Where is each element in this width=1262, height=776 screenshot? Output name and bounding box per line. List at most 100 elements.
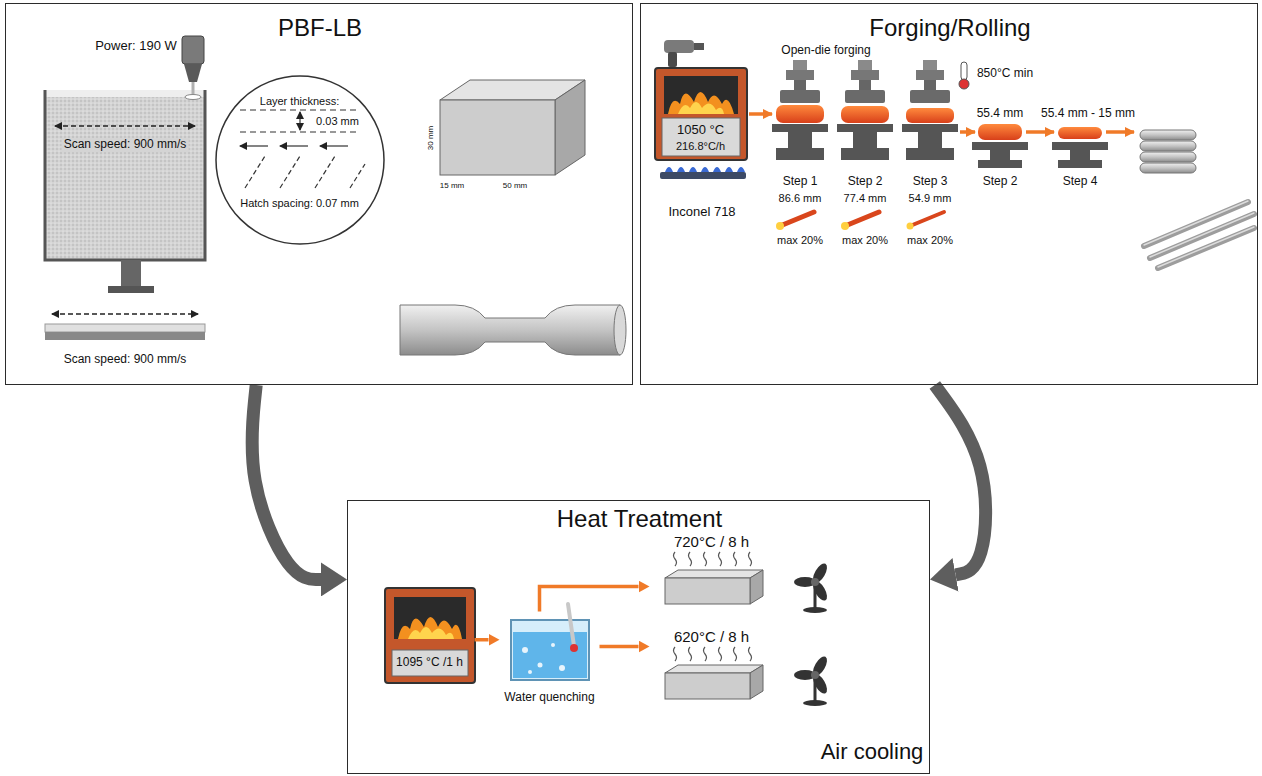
furnace-box: 1050 °C216.8°C/h xyxy=(655,68,747,160)
quench-tank xyxy=(570,644,578,652)
hot-bar xyxy=(845,212,879,226)
dimension-label: 50 mm xyxy=(503,181,527,190)
scan-track-strip xyxy=(45,332,205,340)
aging-block xyxy=(750,665,763,699)
cooling-fan xyxy=(803,700,827,706)
laser-head xyxy=(182,36,204,64)
laser-head xyxy=(185,95,201,100)
quench-tank xyxy=(511,620,589,680)
rolling-stand xyxy=(1052,142,1108,168)
flow-arrow xyxy=(252,385,321,579)
rolled-bars xyxy=(1144,201,1254,268)
process-label: Open-die forging xyxy=(781,44,870,58)
flow-arrow xyxy=(935,385,986,575)
furnace xyxy=(408,627,454,639)
cooling-fan xyxy=(810,654,830,678)
dimension-label: 55.4 mm xyxy=(977,107,1024,121)
reduction-label: max 20% xyxy=(777,234,823,247)
forging-press xyxy=(776,105,824,123)
panel-heading: PBF-LB xyxy=(278,14,362,42)
forging-press xyxy=(793,60,807,70)
process-arrow xyxy=(1106,130,1134,134)
layer-detail xyxy=(280,145,308,146)
scan-track-strip xyxy=(45,314,205,340)
tank-label: Water quenching xyxy=(504,691,594,705)
forging-press xyxy=(837,124,893,160)
layer-detail xyxy=(240,131,360,132)
heat-waves xyxy=(674,647,677,661)
cooling-fan xyxy=(794,654,830,695)
forging-press xyxy=(772,124,828,160)
heat-waves xyxy=(749,647,752,661)
scan-track-strip xyxy=(52,313,198,315)
forging-press xyxy=(772,60,828,160)
powder-bed xyxy=(121,260,141,286)
heat-waves xyxy=(734,647,737,661)
forging-press xyxy=(902,124,958,160)
hot-bar xyxy=(910,212,944,226)
furnace-label: 1050 °C xyxy=(677,122,724,137)
laser-head xyxy=(184,64,202,82)
quench-tank xyxy=(528,670,532,674)
dimension-label: 77.4 mm xyxy=(844,192,887,205)
furnace xyxy=(655,68,747,160)
forging-press xyxy=(906,108,954,123)
furnace xyxy=(398,617,462,639)
gas-burner xyxy=(660,172,746,179)
rolling-stand xyxy=(1058,127,1102,139)
thermometer xyxy=(961,62,967,80)
gas-burner xyxy=(665,167,745,172)
rolling-stand xyxy=(972,124,1028,168)
heat-waves xyxy=(719,552,722,566)
parameter-label: Layer thickness: xyxy=(260,94,339,107)
step-label: Step 2 xyxy=(983,175,1018,189)
hot-bar xyxy=(907,223,914,230)
reduction-label: max 20% xyxy=(842,234,888,247)
heat-waves xyxy=(689,647,692,661)
flow-arrow xyxy=(475,638,489,642)
bar-stack xyxy=(1140,152,1196,162)
process-label: Air cooling xyxy=(821,739,924,764)
forging-press xyxy=(916,70,944,80)
forging-press xyxy=(786,70,814,80)
rolling-stand xyxy=(978,124,1022,140)
layer-detail xyxy=(299,112,300,130)
hot-bar xyxy=(780,212,814,226)
laser-head xyxy=(182,36,204,100)
hot-bar xyxy=(841,212,879,230)
heat-waves xyxy=(689,552,692,566)
parameter-label: Scan speed: 900 mm/s xyxy=(64,353,187,367)
hot-bar xyxy=(907,212,945,230)
heat-waves xyxy=(734,552,737,566)
laser-head xyxy=(192,82,195,95)
cooling-fan xyxy=(794,561,830,613)
heat-waves xyxy=(674,552,752,661)
heat-waves xyxy=(704,647,707,661)
step-label: Step 2 xyxy=(848,175,883,189)
forging-press xyxy=(841,106,889,123)
bar-stack xyxy=(1140,141,1196,151)
thermometer xyxy=(959,79,969,89)
forging-press xyxy=(858,60,872,70)
cooling-fan xyxy=(794,654,830,706)
aging-block xyxy=(665,673,750,699)
rolled-bars xyxy=(1158,227,1254,267)
quench-tank xyxy=(511,604,589,680)
step-label: Step 3 xyxy=(913,175,948,189)
dimension-label: 30 mm xyxy=(426,126,435,150)
rolling-stand xyxy=(1052,127,1108,168)
quench-tank xyxy=(559,665,565,671)
process-arrow xyxy=(960,130,975,134)
heat-gun xyxy=(664,40,704,67)
rolling-stand xyxy=(972,142,1028,168)
heat-waves xyxy=(674,552,677,566)
aging-block xyxy=(665,665,763,699)
layer-detail xyxy=(240,145,268,146)
layer-detail xyxy=(240,109,360,110)
dimension-label: 55.4 mm - 15 mm xyxy=(1041,107,1135,121)
furnace-label: 1095 °C /1 h xyxy=(396,656,463,670)
process-arrow xyxy=(1026,130,1054,134)
furnace xyxy=(655,68,747,160)
